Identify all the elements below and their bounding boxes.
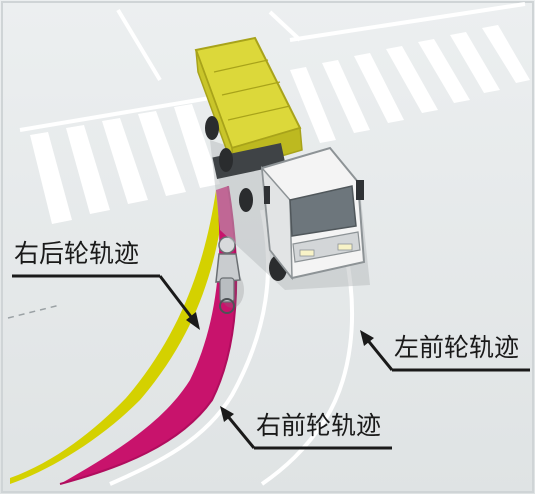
- crosswalk: [30, 25, 530, 224]
- arrow-icon: [364, 337, 394, 371]
- left-front-track: [260, 249, 354, 486]
- arrow-icon: [158, 275, 197, 323]
- lane-dash: [7, 304, 61, 319]
- blind-zone: [60, 186, 237, 484]
- arrow-head: [186, 312, 200, 330]
- rear-wheel-track: [10, 188, 226, 484]
- arrow-icon: [224, 413, 256, 449]
- lane-lines: [19, 2, 526, 132]
- label-right-front: 右前轮轨迹: [220, 406, 392, 450]
- arrow-head: [360, 330, 374, 346]
- label-right-rear: 右后轮轨迹: [12, 239, 200, 330]
- label-left-front: 左前轮轨迹: [360, 330, 530, 372]
- label-left-front-text: 左前轮轨迹: [394, 333, 519, 362]
- label-right-rear-text: 右后轮轨迹: [14, 239, 139, 268]
- arrow-head: [220, 406, 234, 422]
- cyclist-icon: [215, 236, 244, 314]
- truck-icon: [194, 36, 370, 290]
- label-right-front-text: 右前轮轨迹: [256, 411, 381, 440]
